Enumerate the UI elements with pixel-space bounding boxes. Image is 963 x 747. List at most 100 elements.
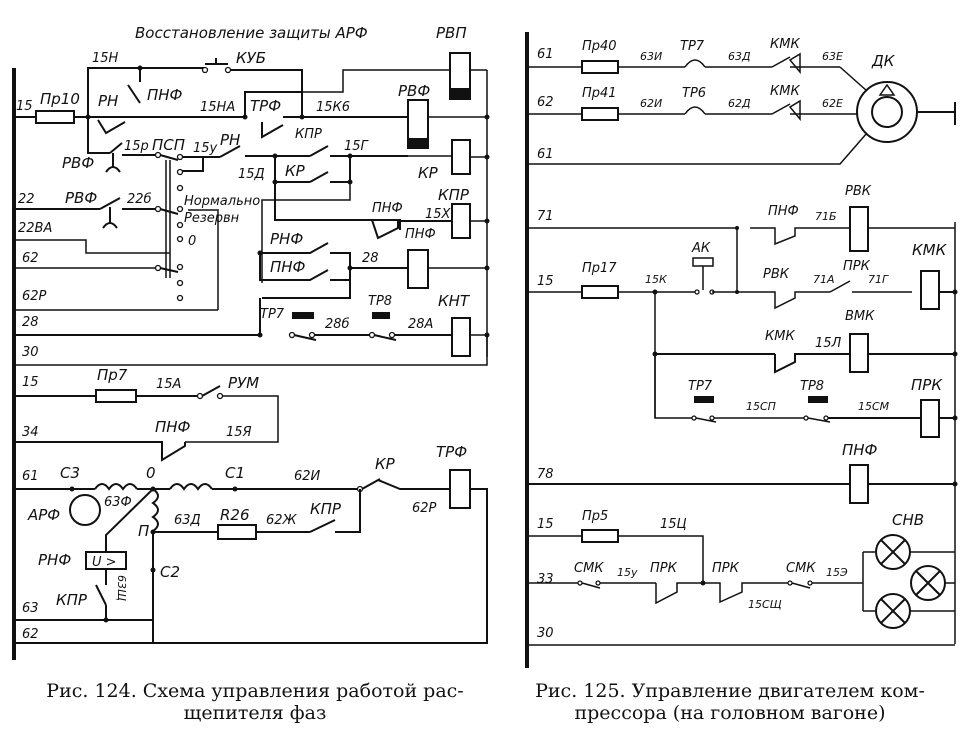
wire-63i: 63И [640,50,662,63]
wire-63f: 63Ф [104,495,132,510]
wire-71g: 71Г [868,273,889,286]
label-trf-1: ТРФ [250,97,281,115]
label-smk-2: СМК [786,561,816,576]
wire-63d-125: 63Д [728,50,751,63]
label-c3: С3 [60,464,80,482]
label-rvp: РВП [436,24,467,42]
caption-fig124-line2: щепителя фаз [183,702,327,724]
label-kpr-coil: КПР [438,186,470,204]
relay-rvk-coil [849,206,869,252]
label-kr-coil: КР [418,164,439,182]
label-pr7: Пр7 [97,366,128,384]
label-pnf-2: ПНФ [372,201,403,216]
title-arf-restore: Восстановление защиты АРФ [135,24,368,42]
wire-62d: 62Д [728,97,751,110]
label-pnf-125: ПНФ [768,204,799,219]
wire-62i-125: 62И [640,97,662,110]
relay-trf-coil [449,469,471,509]
wire-61: 61 [22,469,39,484]
wire-62: 62 [22,251,39,266]
resistor-r26 [217,524,257,540]
caption-fig124: Рис. 124. Схема управления работой рас- … [20,680,490,724]
wire-62zh: 62Ж [266,513,298,528]
label-pnf-1: ПНФ [147,86,183,104]
wire-61-b-125: 61 [537,147,554,162]
label-rn-1: РН [98,92,118,110]
label-rum: РУМ [228,374,259,392]
label-kr-2: КР [375,455,396,473]
wire-15sp: 15СП [746,400,776,413]
wire-28b: 28б [325,317,350,332]
label-trf-2: ТРФ [436,443,467,461]
label-pr5: Пр5 [582,509,608,524]
wire-30: 30 [22,345,39,360]
wire-71a: 71А [813,273,835,286]
label-rnf-2: РНФ [38,551,71,569]
wire-62p-2: 62Р [412,501,437,516]
label-pr17: Пр17 [582,261,617,276]
label-prk-coil: ПРК [911,376,943,394]
label-rvk-2: РВК [763,267,790,282]
relay-pnf-coil-125 [849,464,869,504]
wire-63: 63 [22,601,39,616]
label-pnf-4: ПНФ [270,258,306,276]
label-pnf-coil-125: ПНФ [842,441,878,459]
wire-15y-125: 15у [617,566,638,579]
label-vmk: ВМК [845,309,875,324]
label-prk-2: ПРК [650,561,678,576]
signal-lamp-3 [875,593,911,629]
wire-15a: 15А [156,377,181,392]
relay-kmk-coil [920,270,940,310]
relay-pnf-coil [407,249,429,289]
label-kpr-3: КПР [56,591,88,609]
relay-kr-coil [451,139,471,175]
label-ak: АК [691,241,711,256]
wire-62-b: 62 [22,627,39,642]
wire-62-125: 62 [537,95,554,110]
fig125-diagram: 61 Пр40 63И ТР7 63Д КМК 63Е 62 Пр41 62И … [525,32,958,668]
relay-vmk-coil [849,333,869,373]
fig124-diagram: Восстановление защиты АРФ РВП 15 Пр10 15… [12,24,490,660]
label-knt: КНТ [438,292,471,310]
wire-15y: 15у [193,141,218,156]
label-node-0: 0 [146,464,156,482]
fuse-pr40 [581,60,619,74]
wire-15sm: 15СМ [858,400,890,413]
label-pr41: Пр41 [582,86,617,101]
label-smk-1: СМК [574,561,604,576]
label-kpr-1: КПР [295,127,322,142]
relay-kpr-coil [451,203,471,239]
wire-78: 78 [537,467,554,482]
label-prk-1: ПРК [843,259,871,274]
caption-fig124-line1: Рис. 124. Схема управления работой рас- [46,680,464,702]
wire-15-b: 15 [22,375,39,390]
label-tr8-1: ТР8 [368,294,392,309]
wire-62e: 62Е [822,97,843,110]
psp-position-zero: 0 [188,234,196,249]
wire-15d: 15Д [238,167,265,182]
relay-knt-coil [451,317,471,357]
wire-15: 15 [16,99,33,114]
wire-63sch: 63Щ [115,575,128,601]
fuse-pr10 [35,110,75,124]
label-kmk-1: КМК [770,37,800,52]
label-dk: ДК [871,52,896,70]
wire-34: 34 [22,425,39,440]
wire-63e: 63Е [822,50,843,63]
label-rvf-2: РВФ [65,189,97,207]
wire-15-125: 15 [537,274,554,289]
label-rvf-coil: РВФ [398,82,430,100]
wire-15x: 15Х [425,207,452,222]
wire-30-125: 30 [537,626,554,641]
label-tr7-3: ТР7 [688,379,713,394]
label-rnf: РНФ [270,230,303,248]
psp-position-reserve: Резервн [184,211,240,226]
wire-22ba: 22ВА [18,221,52,236]
label-kmk-3: КМК [765,329,795,344]
label-tr6: ТР6 [682,86,706,101]
label-kr: КР [285,162,306,180]
caption-fig125-line1: Рис. 125. Управление двигателем ком- [535,680,925,702]
label-tr7-2: ТР7 [680,39,705,54]
label-kmk-2: КМК [770,84,800,99]
